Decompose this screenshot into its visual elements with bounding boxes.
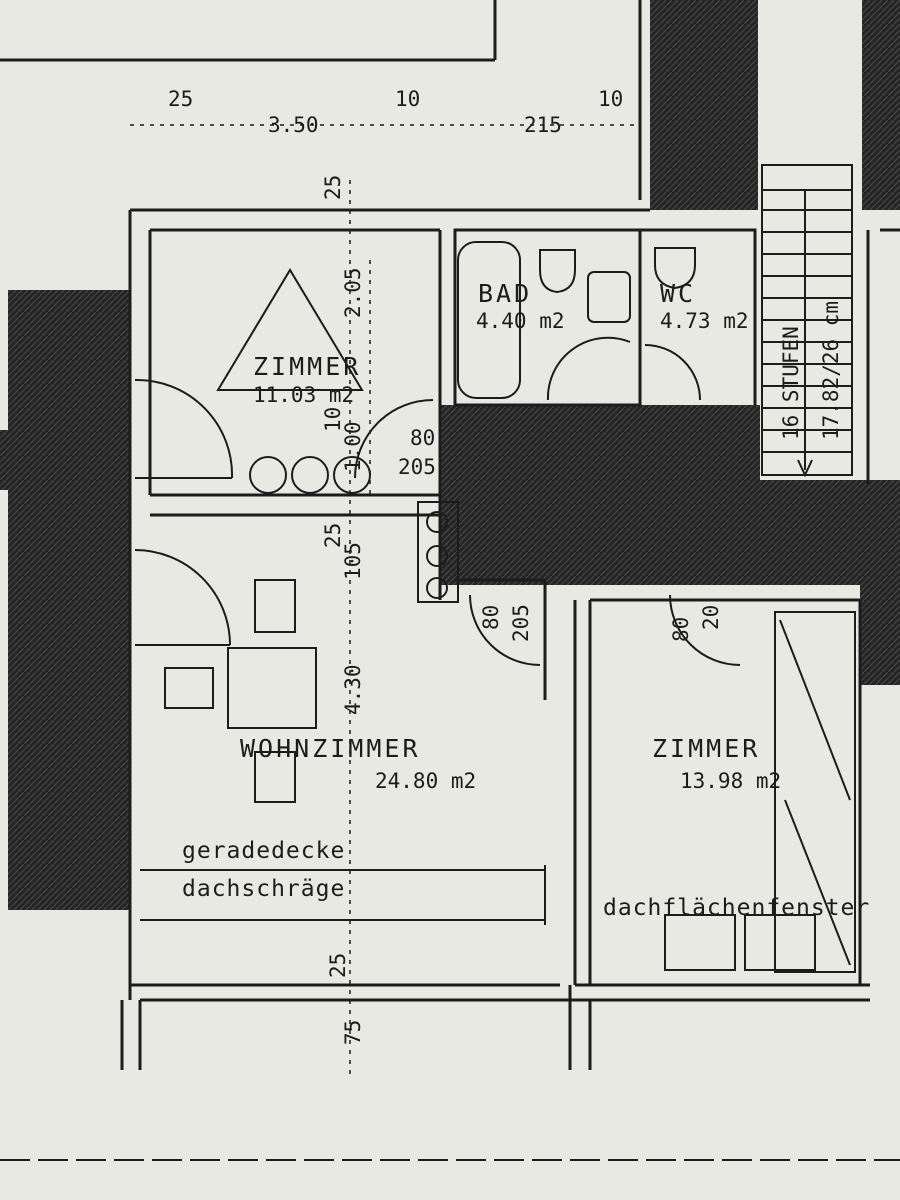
room-zimmer-top-name: ZIMMER [253, 352, 361, 381]
dimension-lines [130, 124, 640, 1080]
dim-door-20: 20 [699, 605, 723, 630]
room-wc-name: WC [660, 279, 696, 308]
notes: geradedecke dachschräge dachflächenfenst… [182, 838, 870, 921]
dim-door-80b: 80 [479, 605, 503, 630]
room-wc-area: 4.73 m2 [660, 309, 749, 333]
note-gerade-decke: geradedecke [182, 838, 345, 864]
note-dachflaechenfenster: dachflächenfenster [603, 895, 870, 921]
stair-count-label: 16 STUFEN [779, 326, 803, 440]
room-labels: ZIMMER 11.03 m2 BAD 4.40 m2 WC 4.73 m2 W… [240, 279, 781, 793]
doors-furniture [134, 268, 856, 973]
dim-v-205: 2.05 [341, 267, 365, 318]
stair-labels: 16 STUFEN 17.82/26 cm [779, 301, 843, 440]
room-bad-name: BAD [478, 279, 532, 308]
room-zimmer-right-name: ZIMMER [652, 734, 760, 763]
room-wohnzimmer-area: 24.80 m2 [375, 769, 476, 793]
room-zimmer-right-area: 13.98 m2 [680, 769, 781, 793]
dim-door-80c: 80 [669, 617, 693, 642]
dim-v-100: 1.00 [341, 421, 365, 472]
room-bad-area: 4.40 m2 [476, 309, 565, 333]
note-dachschraege: dachschräge [182, 876, 345, 902]
dim-top-10a: 10 [395, 87, 420, 111]
dim-door-205b: 205 [398, 455, 436, 479]
dimension-labels: 25 3.50 10 215 10 25 2.05 10 1.00 80 205… [168, 87, 723, 1045]
dim-v-25-top: 25 [321, 175, 345, 200]
dim-top-25: 25 [168, 87, 193, 111]
walls [0, 0, 900, 1161]
dim-top-350: 3.50 [268, 113, 319, 137]
dim-top-215: 215 [524, 113, 562, 137]
room-zimmer-top-area: 11.03 m2 [253, 383, 354, 407]
stair [761, 164, 853, 478]
dim-v-25-bottom: 25 [326, 953, 350, 978]
dim-v-105: 105 [341, 542, 365, 580]
dim-v-10: 10 [321, 407, 345, 432]
dim-door-205c: 205 [509, 604, 533, 642]
stair-spec-label: 17.82/26 cm [819, 301, 843, 440]
dim-v-75: 75 [341, 1020, 365, 1045]
dim-top-10b: 10 [598, 87, 623, 111]
hatched-walls [0, 0, 900, 910]
dim-v-25-mid: 25 [321, 523, 345, 548]
room-wohnzimmer-name: WOHNZIMMER [240, 734, 421, 763]
dim-door-80a: 80 [410, 426, 435, 450]
dim-v-430: 4.30 [341, 664, 365, 715]
bathroom-fixtures [457, 241, 701, 401]
